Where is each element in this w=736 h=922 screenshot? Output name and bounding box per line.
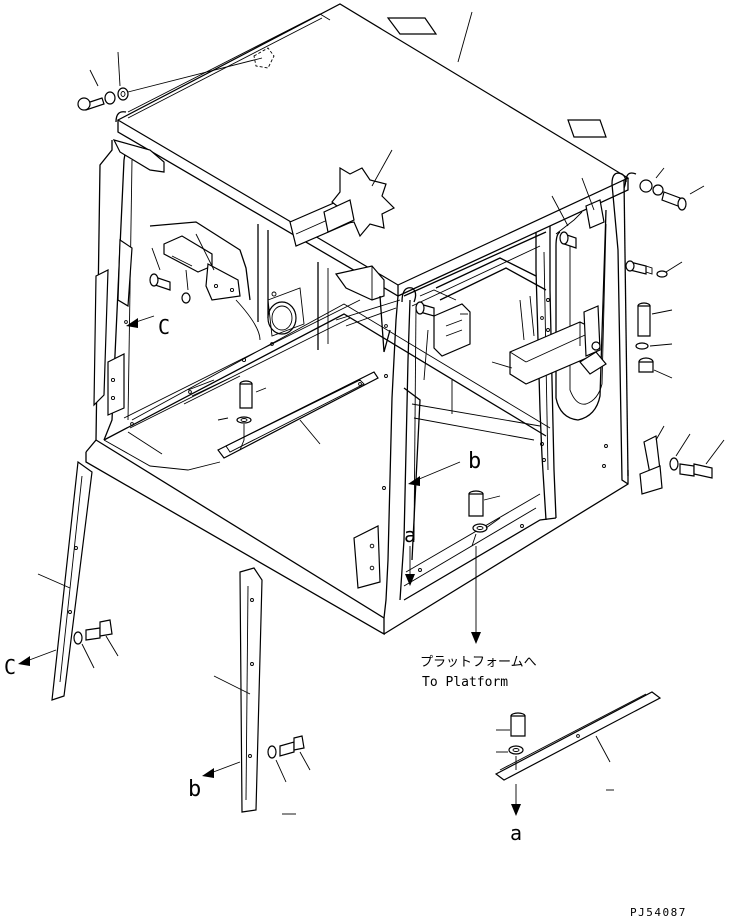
lower-right-bar-part — [494, 691, 662, 816]
bolt-floor-left — [217, 380, 267, 451]
note-english: To Platform — [422, 675, 508, 690]
callout-labels: C C b b a a プラットフォームへ To Platform PJ5408… — [4, 315, 687, 919]
callout-b-lower: b — [188, 777, 201, 802]
roof-bolt-top-left — [77, 47, 275, 111]
bolt-right-lower — [639, 425, 725, 495]
callout-b-upper: b — [468, 449, 481, 474]
washer-icon — [639, 179, 653, 193]
roof-cutaway — [323, 149, 396, 238]
callout-a-upper: a — [404, 523, 416, 547]
leader-lines — [195, 11, 513, 445]
center-front-post — [353, 287, 417, 619]
callout-c-lower: C — [4, 655, 16, 679]
callout-c-upper: C — [158, 315, 170, 339]
bolt-right-mid — [625, 260, 683, 278]
left-strip-part — [18, 460, 119, 701]
bolt-center-right — [415, 177, 595, 317]
rear-frame — [149, 221, 401, 353]
front-left-pillar — [85, 139, 165, 453]
bolt-stack-right — [635, 302, 673, 379]
callout-arrows-cab — [126, 315, 481, 644]
bolt-cluster-top-right — [639, 167, 705, 211]
center-strip-part — [202, 567, 311, 815]
right-door-frame — [403, 172, 629, 601]
bolt-left-side — [149, 247, 191, 304]
drawing-number: PJ54087 — [630, 906, 687, 919]
cab-lower-body — [85, 299, 629, 636]
callout-a-lower: a — [510, 821, 522, 845]
bolt-floor-center — [468, 490, 501, 547]
note-japanese: プラットフォームへ — [420, 655, 537, 670]
